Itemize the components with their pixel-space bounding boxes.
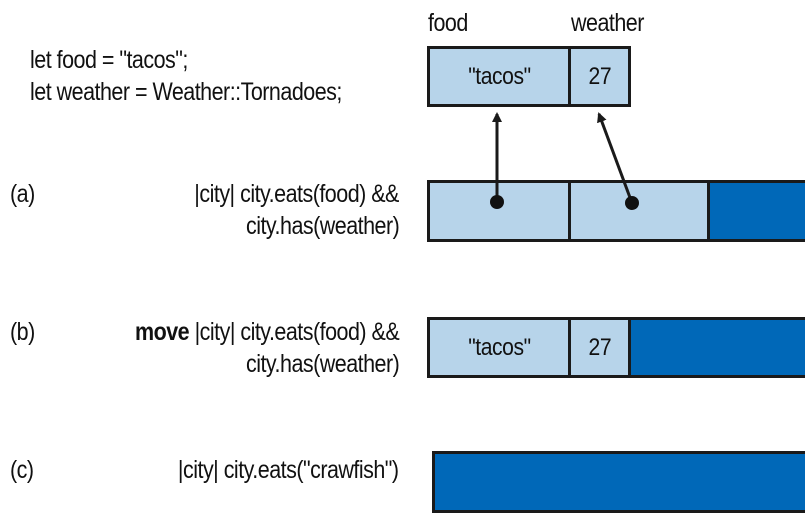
food-variable-cell: "tacos" [427,46,571,107]
case-a-line2: city.has(weather) [245,212,400,240]
weather-column-label: weather [571,9,644,37]
closure-b-food-cell: "tacos" [427,317,571,378]
weather-reference-arrow [597,112,639,210]
closure-c-code-cell [432,451,805,513]
case-b-line2: city.has(weather) [245,350,400,378]
closure-b-code-cell [628,317,805,378]
weather-variable-cell: 27 [568,46,631,107]
case-c-tag: (c) [10,456,34,484]
food-reference-arrow [490,112,504,209]
code-line-weather: let weather = Weather::Tornadoes; [30,78,342,106]
food-variable-value: "tacos" [467,62,531,90]
closure-b-weather-value: 27 [588,333,611,361]
food-column-label: food [428,9,468,37]
case-c-line1: |city| city.eats("crawfish") [178,456,399,484]
move-keyword: move [134,318,190,346]
case-a-line1: |city| city.eats(food) && [194,180,399,208]
closure-b-food-value: "tacos" [467,333,531,361]
case-b-line1-text: |city| city.eats(food) && [188,318,399,346]
case-b-tag: (b) [10,318,35,346]
food-reference-dot [490,195,504,209]
code-line-food: let food = "tacos"; [30,46,188,74]
closure-b-weather-cell: 27 [568,317,631,378]
case-b-line1: move |city| city.eats(food) && [134,318,400,346]
case-a-tag: (a) [10,180,35,208]
weather-variable-value: 27 [588,62,611,90]
weather-reference-dot [625,196,639,210]
closure-a-code-cell [707,180,805,242]
